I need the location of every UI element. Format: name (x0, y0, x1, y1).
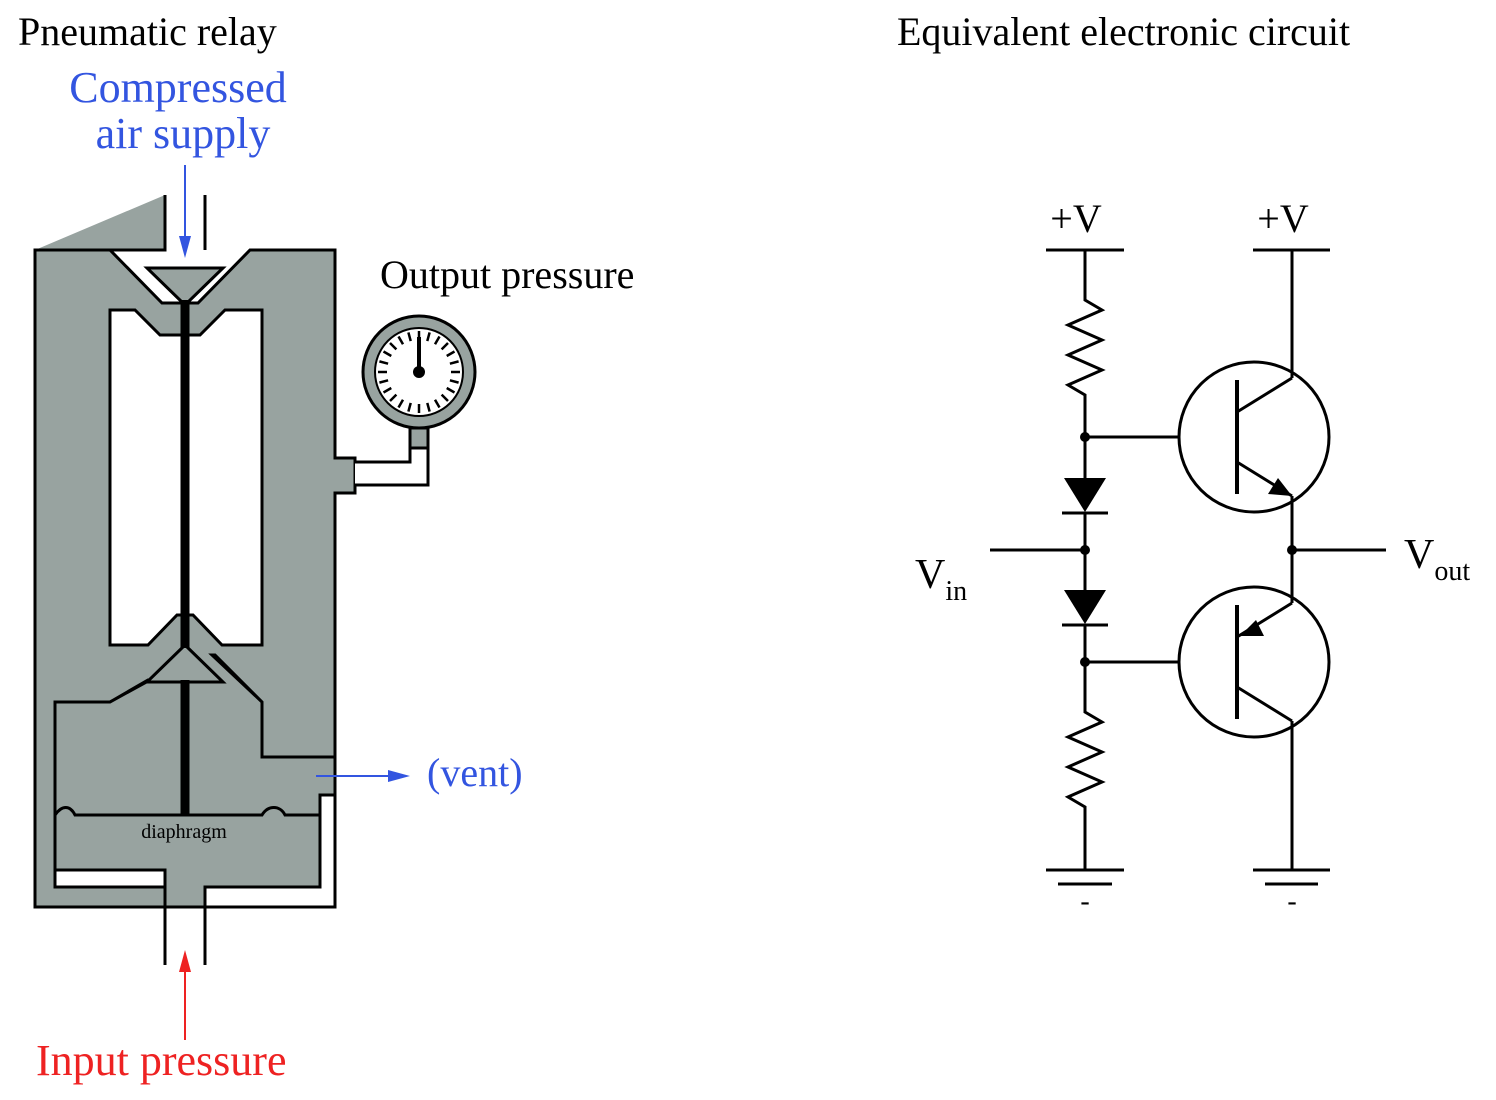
pnp-transistor (1177, 585, 1331, 739)
diode-bottom (1064, 590, 1106, 624)
gauge-hub (413, 366, 425, 378)
gauge-tick (379, 360, 389, 365)
ground-left-label: - (1080, 886, 1089, 917)
supply-label-line1: Compressed (69, 63, 287, 112)
vin-sub: in (945, 576, 967, 607)
gauge-tick (397, 399, 405, 409)
gauge-tick (440, 393, 449, 402)
relay-housing (33, 195, 357, 909)
gauge-tick (446, 350, 456, 358)
gauge-tick (389, 393, 398, 402)
gauge-tick (426, 332, 431, 342)
vout-main: V (1404, 532, 1434, 578)
vplus-right-label: +V (1257, 196, 1309, 241)
electronic-circuit: +V +V - (915, 196, 1470, 917)
resistor-bottom (1064, 662, 1106, 870)
npn-transistor (1177, 360, 1331, 514)
gauge-tick (389, 342, 398, 351)
diaphragm-line (53, 806, 320, 817)
vout-sub: out (1434, 556, 1470, 587)
input-arrow-head (179, 950, 191, 972)
relay-title: Pneumatic relay (18, 9, 277, 54)
gauge-tick (397, 335, 405, 345)
supply-label-line2: air supply (96, 109, 271, 158)
output-tube (355, 444, 430, 487)
gauge-tick (426, 402, 431, 412)
gauge-tick (407, 332, 412, 342)
output-label: Output pressure (380, 252, 634, 297)
npn-circle (1177, 360, 1331, 514)
gauge-stem (408, 426, 430, 450)
vout-label: Vout (1404, 532, 1470, 587)
vplus-left-label: +V (1050, 196, 1102, 241)
gauge-tick (433, 335, 441, 345)
gauge-ticks (378, 331, 460, 413)
resistor-top (1064, 250, 1106, 437)
gauge-tick (407, 402, 412, 412)
vent-arrow-head (388, 770, 410, 782)
input-label: Input pressure (36, 1036, 287, 1085)
circuit-title: Equivalent electronic circuit (897, 9, 1350, 54)
vin-label: Vin (915, 552, 967, 607)
gauge-tick (382, 350, 392, 358)
diaphragm-label: diaphragm (141, 821, 227, 843)
npn-collector (1236, 376, 1293, 414)
vin-main: V (915, 552, 945, 598)
ground-right-label: - (1287, 886, 1296, 917)
supply-arrow-head (179, 236, 191, 258)
gauge-tick (449, 360, 459, 365)
pneumatic-relay: diaphragm Compressed air supply Output p… (33, 63, 634, 1085)
npn-arrow (1268, 478, 1292, 496)
gauge-tick (449, 379, 459, 384)
pnp-circle (1177, 585, 1331, 739)
output-gauge (361, 314, 477, 430)
pnp-arrow (1240, 620, 1264, 636)
upper-valve-plug (143, 266, 227, 308)
gauge-tick (382, 386, 392, 394)
gauge-tick (446, 386, 456, 394)
gauge-tick (433, 399, 441, 409)
diode-top (1064, 478, 1106, 512)
gauge-tick (440, 342, 449, 351)
vent-label: (vent) (427, 750, 523, 795)
pnp-collector (1236, 685, 1293, 723)
gauge-tick (379, 379, 389, 384)
